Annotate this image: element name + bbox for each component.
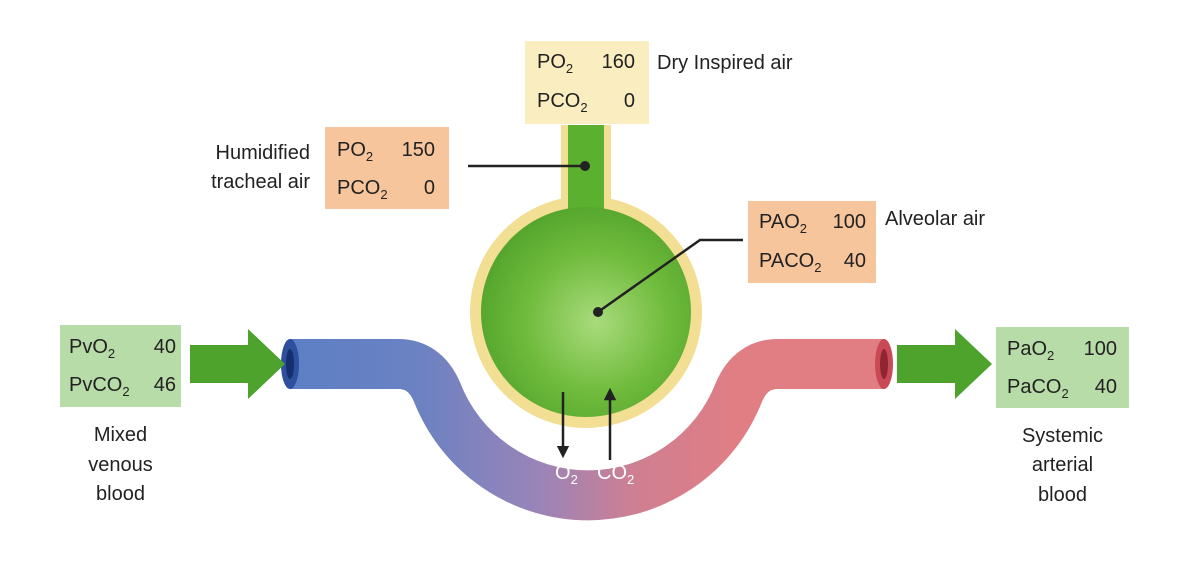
venous-blood-label-2: venous xyxy=(88,454,153,476)
tracheal-pco2-value: 0 xyxy=(423,177,435,199)
alveolar-po2-value: 100 xyxy=(832,211,866,233)
arterial-outflow-arrow xyxy=(897,329,992,399)
arterial-blood-label-2: arterial xyxy=(1031,454,1094,476)
alveolar-po2-label: PAO xyxy=(759,211,800,233)
arterial-blood-label-3: blood xyxy=(1038,484,1087,506)
inspired-po2-label: PO xyxy=(537,51,566,73)
co2-exchange-label: CO2 xyxy=(597,462,635,487)
alveolar-pco2-value: 40 xyxy=(843,250,866,272)
arterial-pco2-value: 40 xyxy=(1094,376,1117,398)
alveolar-air-label: Alveolar air xyxy=(885,208,986,230)
venous-blood-label-3: blood xyxy=(96,483,145,505)
arterial-po2-value: 100 xyxy=(1083,338,1117,360)
blood-vessel xyxy=(290,339,884,521)
inspired-pco2-label: PCO xyxy=(537,90,581,112)
arterial-pco2-label: PaCO xyxy=(1007,376,1062,398)
alveolus xyxy=(481,207,691,417)
inspired-po2-value: 160 xyxy=(601,51,635,73)
tracheal-air-label-2: tracheal air xyxy=(211,171,310,193)
venous-pco2-value: 46 xyxy=(153,374,176,396)
arterial-blood-box: PaO2 100 PaCO2 40 xyxy=(996,327,1129,408)
tracheal-air-box: PO2 150 PCO2 0 xyxy=(325,127,449,209)
tracheal-po2-value: 150 xyxy=(401,139,435,161)
venous-po2-value: 40 xyxy=(153,336,176,358)
tracheal-pco2-label: PCO xyxy=(337,177,381,199)
arterial-po2-label: PaO xyxy=(1007,338,1048,360)
alveolar-pointer-line xyxy=(597,238,743,314)
alveolar-air-box: PAO2 100 PACO2 40 xyxy=(748,201,876,283)
venous-po2-label: PvO xyxy=(69,336,108,358)
venous-blood-box: PvO2 40 PvCO2 46 xyxy=(60,325,181,407)
venous-pco2-label: PvCO xyxy=(69,374,123,396)
o2-exchange-label: O2 xyxy=(555,462,578,487)
arterial-blood-label-1: Systemic xyxy=(1021,425,1104,447)
alveolar-pco2-label: PACO xyxy=(759,250,815,272)
tracheal-po2-label: PO xyxy=(337,139,366,161)
tracheal-air-label-1: Humidified xyxy=(215,142,310,164)
venous-blood-label-1: Mixed xyxy=(93,424,148,446)
venous-inflow-arrow xyxy=(190,329,285,399)
inspired-pco2-value: 0 xyxy=(623,90,635,112)
inspired-air-box: PO2 160 PCO2 0 xyxy=(525,41,649,124)
inspired-air-label: Dry Inspired air xyxy=(657,52,793,74)
